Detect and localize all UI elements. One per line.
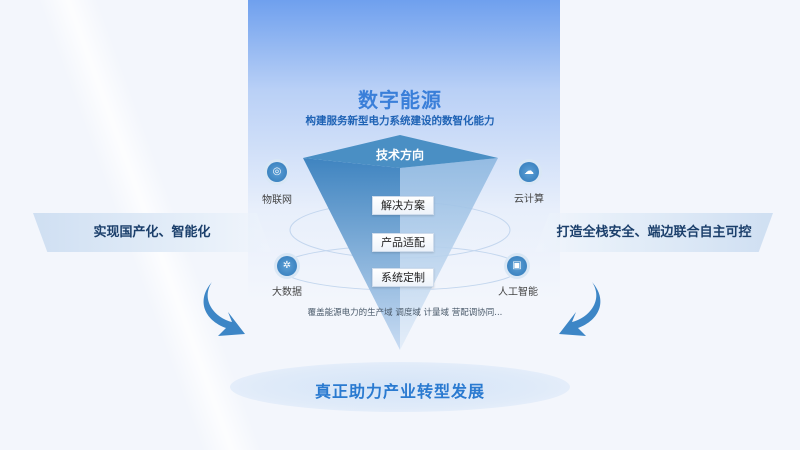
right-arrow-icon bbox=[559, 282, 601, 336]
page-title: 数字能源 bbox=[358, 88, 442, 112]
base-platform bbox=[230, 362, 570, 412]
footer-slogan: 真正助力产业转型发展 bbox=[314, 382, 486, 401]
layer-solution: 解决方案 bbox=[372, 196, 434, 215]
page-subtitle: 构建服务新型电力系统建设的数智化能力 bbox=[305, 115, 495, 127]
left-banner: 实现国产化、智能化 bbox=[33, 213, 271, 252]
capability-label: 大数据 bbox=[272, 287, 302, 298]
iot-icon: ◎ bbox=[267, 162, 287, 182]
funnel-right-face bbox=[400, 158, 498, 350]
funnel-left-face bbox=[303, 158, 400, 350]
cloud-computing-icon: ☁ bbox=[519, 162, 539, 182]
big-data-icon: ✲ bbox=[277, 256, 297, 276]
capability-label: 人工智能 bbox=[498, 287, 538, 298]
funnel-caption: 覆盖能源电力的生产域 调度域 计量域 营配调协同... bbox=[307, 308, 503, 318]
left-arrow-icon bbox=[203, 282, 245, 336]
capability-label: 云计算 bbox=[514, 194, 544, 205]
funnel-top-face bbox=[303, 135, 498, 168]
robot-icon: ▣ bbox=[507, 256, 527, 276]
layer-system-customization: 系统定制 bbox=[372, 268, 434, 287]
capability-label: 物联网 bbox=[262, 195, 292, 206]
layer-product-adaptation: 产品适配 bbox=[372, 233, 434, 252]
right-banner: 打造全栈安全、端边联合自主可控 bbox=[535, 213, 773, 252]
funnel-top-label: 技术方向 bbox=[375, 148, 425, 162]
